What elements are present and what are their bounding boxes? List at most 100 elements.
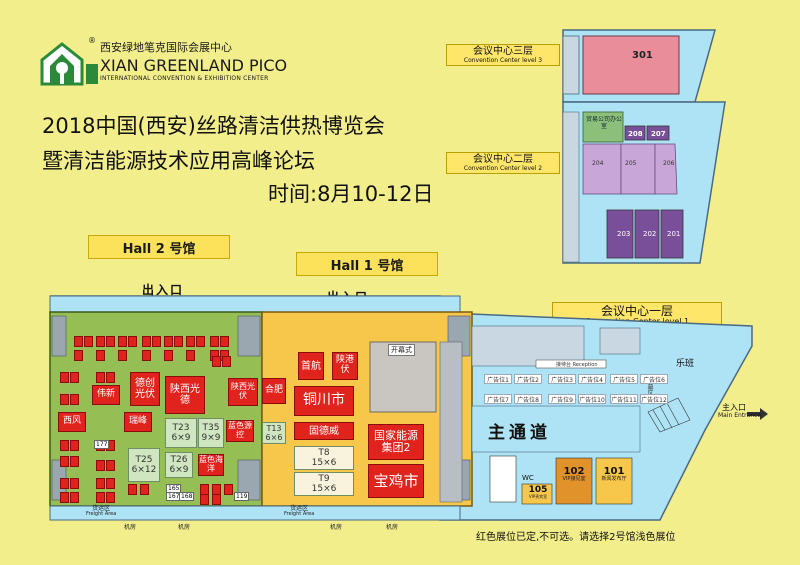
hall2-booked-booth[interactable] xyxy=(118,350,127,361)
hall2-booked-booth[interactable] xyxy=(196,336,205,347)
hall2-booked-booth[interactable] xyxy=(186,336,195,347)
hall2-booked-booth[interactable] xyxy=(70,372,79,383)
hall2-booked-booth[interactable] xyxy=(70,478,79,489)
ad-slot[interactable]: 广告位5 xyxy=(610,374,638,384)
ad-slot[interactable]: 广告位9 xyxy=(548,394,576,404)
ad-slot[interactable]: 广告位3 xyxy=(548,374,576,384)
freight-mid: 货运区 Freight Area xyxy=(284,505,315,517)
hall2-booked-booth[interactable] xyxy=(70,440,79,451)
hall2-booked-booth[interactable] xyxy=(220,336,229,347)
hall2-booked-booth[interactable] xyxy=(164,350,173,361)
hall2-booked-booth[interactable] xyxy=(60,478,69,489)
kaiyin-label: 开幕区 xyxy=(646,378,653,396)
hall2-booked-booth[interactable] xyxy=(96,478,105,489)
hall2-booked-booth[interactable] xyxy=(128,336,137,347)
hall2-booked-booth[interactable] xyxy=(142,350,151,361)
ad-slot[interactable]: 广告位4 xyxy=(578,374,606,384)
hall2-booked-booth[interactable] xyxy=(174,336,183,347)
hall2-booked-booth[interactable] xyxy=(224,484,233,495)
booth-shaanxi-guangfu[interactable]: 陕西光伏 xyxy=(228,378,258,406)
hall2-booked-booth[interactable] xyxy=(142,336,151,347)
ad-slot[interactable]: 广告位10 xyxy=(578,394,606,404)
ad-slot[interactable]: 广告位11 xyxy=(610,394,638,404)
booth-119[interactable]: 119 xyxy=(234,492,250,501)
booth-xifeng[interactable]: 西风 xyxy=(58,412,86,432)
ad-slot[interactable]: 广告位8 xyxy=(514,394,542,404)
hall2-booked-booth[interactable] xyxy=(74,336,83,347)
conference-level2-map xyxy=(562,101,726,264)
booth-dechuang[interactable]: 德创光伏 xyxy=(130,372,160,406)
hall2-booked-booth[interactable] xyxy=(128,484,137,495)
booth-lanse-haiyang[interactable]: 蓝色海洋 xyxy=(198,454,224,476)
hall2-booked-booth[interactable] xyxy=(212,356,221,367)
booking-note: 红色展位已定,不可选。请选择2号馆浅色展位 xyxy=(476,532,676,543)
hall2-booked-booth[interactable] xyxy=(74,350,83,361)
hall2-booked-booth[interactable] xyxy=(84,336,93,347)
booth-shaangangfu[interactable]: 陕港伏 xyxy=(332,352,358,380)
hall2-booked-booth[interactable] xyxy=(106,492,115,503)
booth-baoji[interactable]: 宝鸡市 xyxy=(368,464,424,498)
hall2-booked-booth[interactable] xyxy=(106,478,115,489)
event-date: 时间:8月10-12日 xyxy=(268,182,434,206)
hall2-booked-booth[interactable] xyxy=(164,336,173,347)
hall2-booked-booth[interactable] xyxy=(96,492,105,503)
hall2-booked-booth[interactable] xyxy=(212,494,221,505)
hall2-booked-booth[interactable] xyxy=(96,336,105,347)
conference-level2-label: 会议中心二层 Convention Center level 2 xyxy=(446,152,560,174)
hall1-label: Hall 1 号馆 xyxy=(296,252,438,276)
booth-lanse-yuankong[interactable]: 蓝色源控 xyxy=(226,420,254,442)
hall2-booked-booth[interactable] xyxy=(60,492,69,503)
booth-weixin[interactable]: 伟新 xyxy=(92,385,120,405)
hall2-booked-booth[interactable] xyxy=(210,336,219,347)
booth-guojia-nengyuan[interactable]: 国家能源集团2 xyxy=(368,424,424,460)
room-202: 202 xyxy=(643,230,657,238)
hall2-booked-booth[interactable] xyxy=(60,372,69,383)
hall2-booked-booth[interactable] xyxy=(70,456,79,467)
booth-shaanxi-guangde[interactable]: 陕西光德 xyxy=(165,376,205,414)
booth-168[interactable]: 168 xyxy=(179,492,195,501)
room-101: 101 新闻发布厅 xyxy=(601,466,627,482)
hall2-booked-booth[interactable] xyxy=(106,372,115,383)
hall2-booked-booth[interactable] xyxy=(106,460,115,471)
booth-ruifeng[interactable]: 瑞峰 xyxy=(124,412,152,432)
machine-room-1: 机房 xyxy=(124,524,137,531)
freight-left: 货运区 Freight Area xyxy=(86,505,117,517)
hall2-booked-booth[interactable] xyxy=(60,456,69,467)
hall2-booked-booth[interactable] xyxy=(186,350,195,361)
ad-slot[interactable]: 广告位6 xyxy=(640,374,668,384)
hall2-booked-booth[interactable] xyxy=(60,440,69,451)
hall2-booked-booth[interactable] xyxy=(118,336,127,347)
room-203: 203 xyxy=(617,230,631,238)
house-logo-icon xyxy=(40,42,98,86)
ad-slot[interactable]: 广告位12 xyxy=(640,394,668,404)
hall2-booked-booth[interactable] xyxy=(70,394,79,405)
hall2-booked-booth[interactable] xyxy=(106,336,115,347)
booth-tongchuan[interactable]: 铜川市 xyxy=(294,386,354,416)
hall2-booked-booth[interactable] xyxy=(140,484,149,495)
hall2-booked-booth[interactable] xyxy=(222,356,231,367)
booth-shouhang[interactable]: 首航 xyxy=(298,352,324,380)
booth-gudewei[interactable]: 固德威 xyxy=(294,422,354,440)
hall2-booked-booth[interactable] xyxy=(200,494,209,505)
hall2-booked-booth[interactable] xyxy=(60,394,69,405)
room-205: 205 xyxy=(625,160,637,167)
ad-slot[interactable]: 广告位7 xyxy=(484,394,512,404)
booth-177[interactable]: 177 xyxy=(94,440,110,449)
hall2-booked-booth[interactable] xyxy=(152,336,161,347)
hall2-booked-booth[interactable] xyxy=(96,350,105,361)
ad-slot[interactable]: 广告位2 xyxy=(514,374,542,384)
room-207: 207 xyxy=(651,130,666,138)
hall2-booked-booth[interactable] xyxy=(70,492,79,503)
hall2-booked-booth[interactable] xyxy=(96,460,105,471)
event-title-line1: 2018中国(西安)丝路清洁供热博览会 xyxy=(42,114,385,138)
hall2-booked-booth[interactable] xyxy=(96,372,105,383)
booth-hefei[interactable]: 合肥 xyxy=(262,378,286,404)
ad-slot[interactable]: 广告位1 xyxy=(484,374,512,384)
